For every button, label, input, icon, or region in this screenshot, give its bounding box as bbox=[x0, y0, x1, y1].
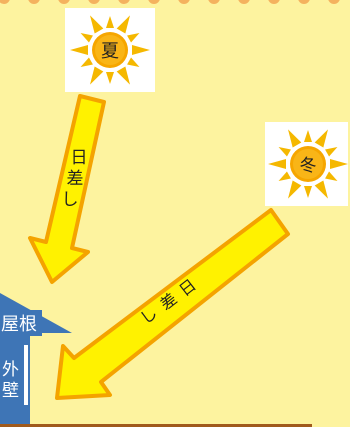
sun-ray bbox=[127, 57, 140, 67]
sun-ray bbox=[288, 180, 302, 199]
sun-ray bbox=[80, 33, 93, 43]
sun-ray bbox=[90, 66, 104, 85]
sun-ray bbox=[278, 171, 291, 181]
sun-ray bbox=[325, 147, 338, 157]
summer-arrow-label-1: 日 bbox=[71, 148, 88, 168]
winter-sun-icon: 冬 bbox=[265, 122, 348, 206]
summer-sun-rays bbox=[70, 15, 150, 85]
summer-arrow-label-3: し bbox=[62, 190, 79, 210]
sun-ray bbox=[116, 66, 130, 85]
sun-ray bbox=[106, 72, 114, 84]
sun-ray bbox=[314, 180, 328, 199]
wall-label-2: 壁 bbox=[2, 381, 19, 401]
sun-ray bbox=[330, 159, 348, 169]
sun-ray bbox=[268, 159, 286, 169]
winter-sunlight-arrow: 日 差 し bbox=[55, 208, 290, 400]
sun-ray bbox=[304, 186, 312, 198]
sun-ray bbox=[278, 147, 291, 157]
winter-label: 冬 bbox=[300, 156, 317, 176]
summer-label: 夏 bbox=[101, 41, 119, 62]
sun-ray bbox=[304, 130, 312, 142]
summer-sun-icon: 夏 bbox=[65, 8, 155, 92]
sun-ray bbox=[80, 57, 93, 67]
summer-arrow-label-2: 差 bbox=[67, 169, 84, 189]
house: 屋根 外 壁 bbox=[0, 293, 72, 424]
wall-label-1: 外 bbox=[2, 360, 19, 380]
winter-sun-rays bbox=[268, 129, 348, 199]
floor-line bbox=[0, 424, 312, 427]
sun-ray bbox=[90, 15, 104, 34]
roof-label: 屋根 bbox=[1, 314, 37, 335]
top-border-decoration bbox=[0, 0, 340, 4]
sun-ray bbox=[325, 171, 338, 181]
sun-ray bbox=[288, 129, 302, 148]
summer-sunlight-arrow: 日 差 し bbox=[28, 94, 106, 284]
sun-ray bbox=[132, 45, 150, 55]
sun-ray bbox=[116, 15, 130, 34]
sun-ray bbox=[314, 129, 328, 148]
house-wall-edge bbox=[24, 345, 28, 405]
sun-ray bbox=[106, 16, 114, 28]
house-roof-label-band bbox=[0, 310, 42, 336]
sun-ray bbox=[70, 45, 88, 55]
sun-ray bbox=[127, 33, 140, 43]
